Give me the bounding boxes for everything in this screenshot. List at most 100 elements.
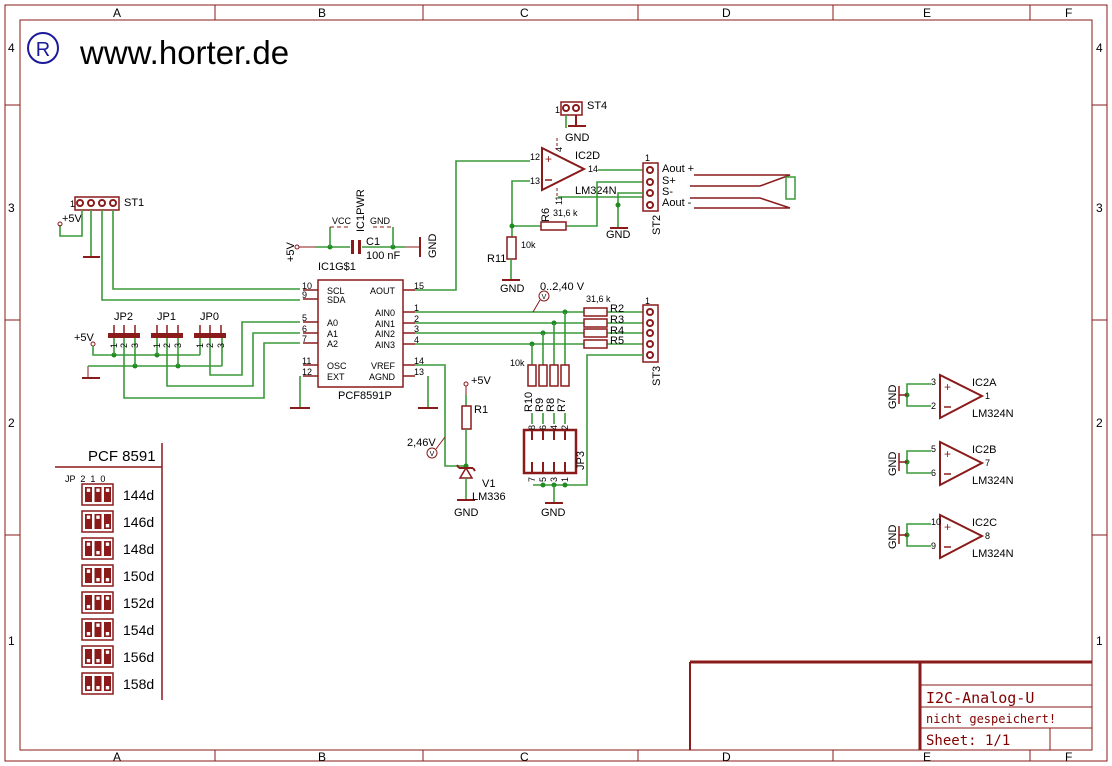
pin-number: 1 bbox=[152, 343, 162, 348]
address-value: 158d bbox=[123, 676, 154, 692]
logo-url: www.horter.de bbox=[79, 34, 289, 71]
address-row: 154d bbox=[81, 618, 154, 641]
sense-plus-label: S+ bbox=[662, 175, 676, 187]
pin-number: 2 bbox=[931, 401, 936, 411]
pin-number: 1 bbox=[985, 391, 990, 401]
gnd-label: GND bbox=[541, 507, 566, 519]
voltage-reference: +5V R1 V1 LM336 GND 2,46V V bbox=[407, 364, 506, 519]
jumper-jp3: 8 6 4 2 7 5 3 1 JP3 GND bbox=[522, 425, 587, 519]
row-label: 2 bbox=[8, 416, 15, 430]
ic-name: IC2D bbox=[575, 150, 600, 162]
svg-text:4: 4 bbox=[549, 425, 559, 430]
gate-label: IC1G$1 bbox=[318, 261, 356, 273]
range-label: 0..2,40 V bbox=[540, 281, 585, 293]
address-value: 152d bbox=[123, 595, 154, 611]
column-label: A bbox=[113, 6, 121, 20]
row-label: 3 bbox=[1096, 201, 1103, 215]
aout-minus-label: Aout - bbox=[662, 197, 692, 209]
jumper-setting-icon bbox=[81, 672, 114, 695]
connector-st3: 1 ST3 bbox=[533, 296, 663, 486]
pin-number: 7 bbox=[302, 334, 307, 344]
connector-st1: 1 ST1 +5V bbox=[57, 196, 300, 301]
gnd-label: GND bbox=[887, 525, 899, 550]
svg-text:+: + bbox=[944, 380, 951, 394]
address-value: 146d bbox=[123, 514, 154, 530]
jumper-label: JP2 bbox=[114, 311, 133, 323]
c1-label: C1 bbox=[366, 236, 380, 248]
jumper-setting-icon bbox=[81, 618, 114, 641]
svg-text:11: 11 bbox=[554, 196, 564, 205]
power-decoupling: +5V GND VCC GND IC1PWR C1 100 nF IC1G$1 bbox=[285, 189, 439, 273]
row-label: 1 bbox=[8, 634, 15, 648]
r11-label: R11 bbox=[487, 253, 506, 265]
column-label: D bbox=[722, 750, 731, 764]
gnd-label: GND bbox=[606, 229, 631, 241]
pin-number: 8 bbox=[985, 531, 990, 541]
pin-label: 1 bbox=[70, 199, 75, 209]
pin-number: 10 bbox=[302, 281, 312, 291]
pin-number: 11 bbox=[302, 356, 311, 366]
jumper-header bbox=[151, 333, 183, 338]
pin-number: 2 bbox=[205, 343, 215, 348]
pin-label: AGND bbox=[369, 372, 396, 382]
ic-name: IC2B bbox=[972, 444, 996, 456]
st4-label: ST4 bbox=[587, 100, 607, 112]
pwr-label: IC1PWR bbox=[355, 189, 367, 232]
pin-label: EXT bbox=[327, 372, 345, 382]
column-label: E bbox=[923, 6, 931, 20]
svg-text:R7: R7 bbox=[556, 398, 568, 412]
pin-label: A2 bbox=[327, 339, 338, 349]
table-header: JP 2 1 0 bbox=[65, 474, 105, 484]
supply-label: +5V bbox=[471, 375, 492, 387]
svg-text:13: 13 bbox=[530, 176, 540, 186]
c1-value: 100 nF bbox=[366, 250, 401, 262]
svg-text:1: 1 bbox=[645, 153, 650, 163]
address-value: 144d bbox=[123, 487, 154, 503]
svg-text:7: 7 bbox=[527, 477, 537, 482]
address-value: 148d bbox=[123, 541, 154, 557]
jumper-label: JP0 bbox=[200, 311, 219, 323]
gnd-label: GND bbox=[565, 132, 590, 144]
row-label: 4 bbox=[8, 41, 15, 55]
pin-label: AIN1 bbox=[375, 319, 395, 329]
svg-text:4: 4 bbox=[554, 147, 564, 152]
v1-label: V1 bbox=[482, 478, 495, 490]
ic-name: IC2C bbox=[972, 517, 997, 529]
gnd-label: GND bbox=[887, 385, 899, 410]
jumper-setting-icon bbox=[81, 591, 114, 614]
svg-text:1: 1 bbox=[560, 477, 570, 482]
title-block: I2C-Analog-U nicht gespeichert! Sheet: 1… bbox=[689, 660, 1092, 750]
pin-number: 2 bbox=[119, 343, 129, 348]
logo: R www.horter.de bbox=[27, 32, 289, 71]
svg-text:3: 3 bbox=[549, 477, 559, 482]
st2-label: ST2 bbox=[651, 215, 663, 235]
r6-label: R6 bbox=[540, 208, 552, 222]
jumper-setting-icon bbox=[81, 564, 114, 587]
svg-text:R9: R9 bbox=[534, 398, 546, 412]
address-row: 146d bbox=[81, 510, 154, 533]
address-row: 156d bbox=[81, 645, 154, 668]
pin-number: 3 bbox=[173, 343, 183, 348]
address-value: 154d bbox=[123, 622, 154, 638]
pin-number: 1 bbox=[414, 303, 419, 313]
table-title: PCF 8591 bbox=[88, 448, 156, 465]
voltmeter-icon: V bbox=[430, 451, 435, 458]
row-label: 3 bbox=[8, 201, 15, 215]
voltmeter-icon: V bbox=[542, 294, 547, 301]
gnd-label: GND bbox=[427, 234, 439, 259]
pin-number: 12 bbox=[302, 367, 312, 377]
drawing-title: I2C-Analog-U bbox=[926, 689, 1034, 707]
sense-minus-label: S- bbox=[662, 186, 673, 198]
pin-label: OSC bbox=[327, 361, 347, 371]
row-label: 2 bbox=[1096, 416, 1103, 430]
svg-text:8: 8 bbox=[527, 425, 537, 430]
v1-part: LM336 bbox=[472, 491, 506, 503]
svg-text:1: 1 bbox=[645, 296, 650, 306]
vref-voltage-label: 2,46V bbox=[407, 437, 436, 449]
pin-label: AIN2 bbox=[375, 329, 395, 339]
r2-label: R2 bbox=[610, 303, 624, 315]
